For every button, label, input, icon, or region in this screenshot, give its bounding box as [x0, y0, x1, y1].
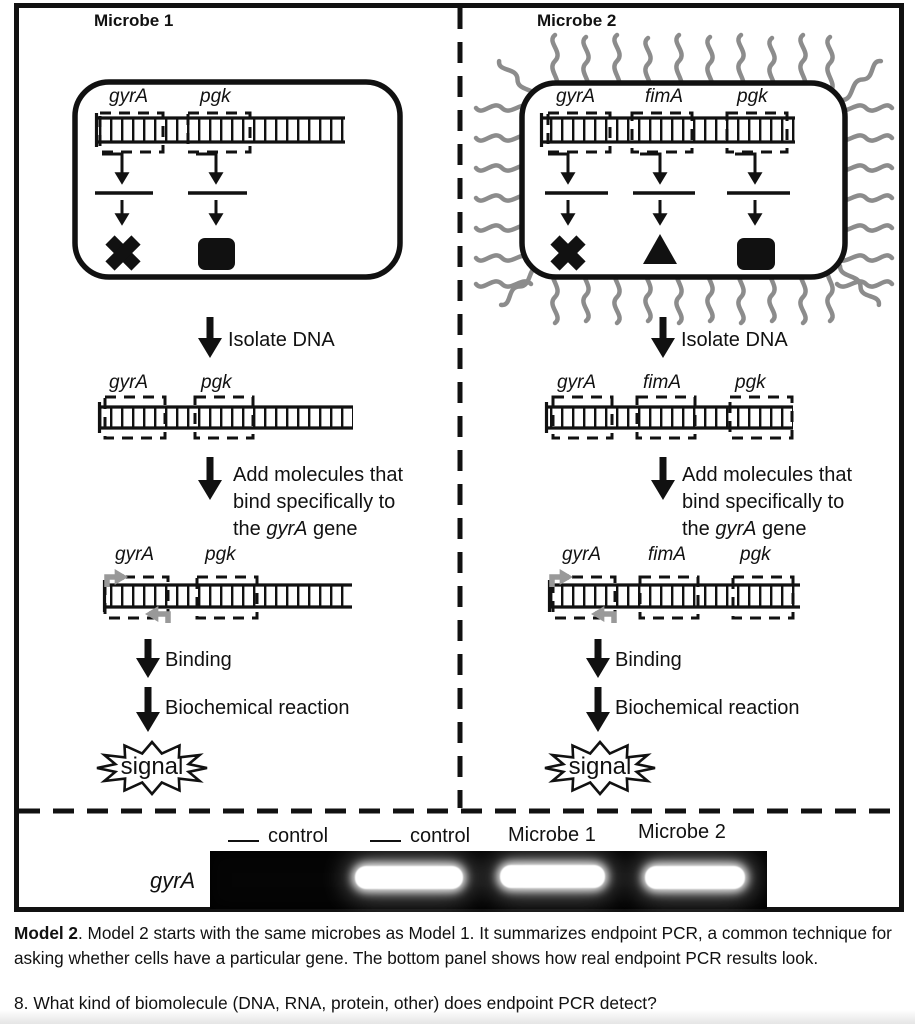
- gyrA-italic: gyrA: [715, 518, 757, 540]
- gene-label-pgk: pgk: [740, 544, 771, 565]
- panel2-workflow: [543, 317, 800, 796]
- reaction-label: Biochemical reaction: [165, 697, 350, 719]
- question-8: 8. What kind of biomolecule (DNA, RNA, p…: [14, 993, 657, 1013]
- panel2-title: Microbe 2: [537, 11, 617, 30]
- outer-border: [14, 3, 904, 912]
- transcription-arrow: [196, 152, 224, 185]
- panel1-title: Microbe 1: [94, 11, 174, 30]
- reaction-label: Biochemical reaction: [615, 697, 800, 719]
- panel2-microbe-cell: [519, 80, 848, 280]
- gene-label-gyrA: gyrA: [109, 372, 149, 393]
- add-molecules-label: Add molecules that bind specifically to …: [682, 464, 853, 540]
- gene-label-pgk: pgk: [737, 86, 768, 107]
- page-bottom-fade: [0, 1010, 915, 1024]
- pgk-gene-box: [186, 111, 252, 154]
- isolate-dna-label: Isolate DNA: [228, 329, 335, 351]
- transcription-arrow: [102, 152, 130, 185]
- forward-primer-icon: [549, 569, 574, 587]
- binding-label: Binding: [165, 649, 232, 671]
- cell-outline: [72, 79, 403, 280]
- gene-label-gyrA: gyrA: [557, 372, 597, 393]
- pgk-protein-square-icon: [737, 238, 775, 270]
- panel1-microbe-cell: [72, 79, 403, 280]
- gene-label-pgk: pgk: [735, 372, 766, 393]
- fill-in-blank[interactable]: [370, 825, 401, 842]
- gyrA-italic: gyrA: [266, 518, 308, 540]
- panel2-isolated-dna: [544, 395, 794, 440]
- gyrA-protein-cross-icon: [550, 235, 586, 271]
- gene-label-gyrA: gyrA: [109, 86, 149, 107]
- gene-label-gyrA: gyrA: [115, 544, 155, 565]
- gene-label-fimA: fimA: [643, 372, 681, 393]
- gel-lane2-label: control: [370, 825, 470, 848]
- add-molecules-label: Add molecules that bind specifically to …: [233, 464, 404, 540]
- gene-label-fimA: fimA: [645, 86, 683, 107]
- gel-band-lane2: [355, 866, 463, 889]
- gene-label-pgk: pgk: [205, 544, 236, 565]
- isolate-dna-label: Isolate DNA: [681, 329, 788, 351]
- signal-label: signal: [120, 753, 184, 780]
- gene-label-pgk: pgk: [201, 372, 232, 393]
- gel-lane1-label: control: [228, 825, 328, 848]
- fimA-protein-triangle-icon: [643, 234, 677, 264]
- pgk-protein-square-icon: [198, 238, 235, 270]
- forward-primer-icon: [104, 569, 128, 587]
- fill-in-blank[interactable]: [228, 825, 259, 842]
- gel-row-gyrA-label: gyrA: [150, 868, 196, 893]
- pgk-gene-box: [725, 111, 789, 154]
- gel-band-lane3: [500, 865, 605, 888]
- gene-label-fimA: fimA: [648, 544, 686, 565]
- transcription-arrow: [548, 152, 576, 185]
- fimA-gene-box: [630, 111, 694, 154]
- gyrA-gene-box: [546, 111, 612, 154]
- gyrA-protein-cross-icon: [105, 235, 141, 271]
- signal-label: signal: [568, 753, 632, 780]
- gyrA-gene-box: [98, 111, 165, 154]
- panel1-isolated-dna: [97, 395, 353, 440]
- binding-label: Binding: [615, 649, 682, 671]
- gene-label-gyrA: gyrA: [562, 544, 602, 565]
- gel-band-lane4: [645, 866, 745, 889]
- gel-image: [210, 851, 767, 909]
- panel1-workflow: [95, 317, 353, 796]
- transcription-arrow: [640, 152, 668, 185]
- panel2-cell-dna: [539, 111, 795, 154]
- gene-label-pgk: pgk: [200, 86, 231, 107]
- reverse-primer-icon: [590, 606, 617, 623]
- caption-model-label: Model 2: [14, 923, 78, 943]
- panel1-cell-dna: [94, 111, 345, 154]
- gel-lane3-label: Microbe 1: [508, 824, 596, 846]
- transcription-arrow: [735, 152, 763, 185]
- reverse-primer-icon: [144, 606, 171, 623]
- gene-label-gyrA: gyrA: [556, 86, 596, 107]
- gel-lane4-label: Microbe 2: [638, 821, 726, 843]
- panel1-dna-with-primers: [102, 569, 352, 623]
- panel2-dna-with-primers: [547, 569, 800, 623]
- figure-caption: Model 2. Model 2 starts with the same mi…: [14, 923, 892, 968]
